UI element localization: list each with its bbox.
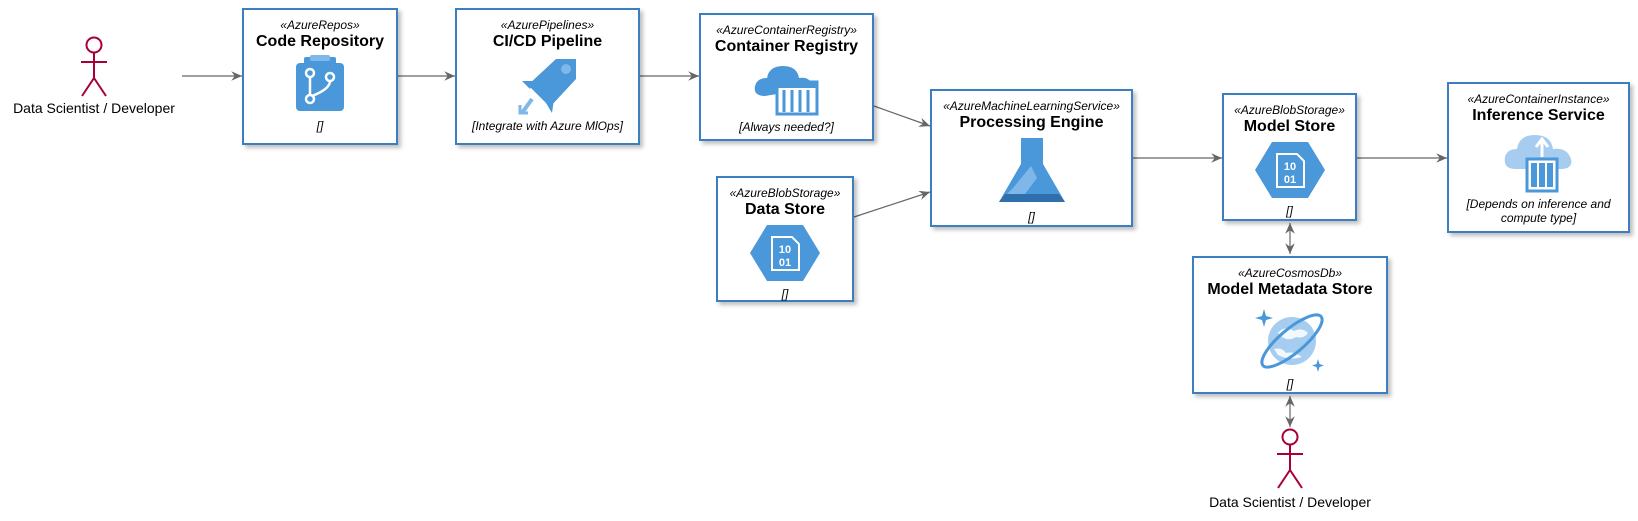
node-stereotype: «AzurePipelines» [500,18,595,32]
node-title: Model Metadata Store [1207,281,1373,298]
node-note: [] [1286,204,1293,218]
node-stereotype: «AzureMachineLearningService» [943,99,1120,113]
cosmos-db-icon [1255,309,1324,372]
node-note: [] [1028,210,1035,224]
actor-data-scientist-bottom: Data Scientist / Developer [1190,428,1390,510]
blob-digits-bottom: 01 [1283,174,1295,186]
node-title: Inference Service [1472,107,1605,124]
node-title: Container Registry [714,38,859,55]
node-note-line-1: [Depends on inference and [1466,197,1611,211]
blob-storage-icon: 10 01 [750,225,820,281]
node-model-metadata-store[interactable]: «AzureCosmosDb» Model Metadata Store [] [1192,256,1388,394]
node-note: [] [1286,377,1294,391]
person-icon [81,36,107,97]
actor-label: Data Scientist / Developer [1209,494,1371,510]
node-data-store[interactable]: «AzureBlobStorage» Data Store 10 01 [] [716,176,854,302]
actor-label: Data Scientist / Developer [13,100,175,116]
node-stereotype: «AzureBlobStorage» [1234,103,1345,117]
blob-digits-top: 10 [1283,161,1295,173]
blob-digits-top: 10 [779,244,791,256]
container-instance-icon [1504,135,1571,193]
node-title: Data Store [744,201,826,218]
node-stereotype: «AzureContainerRegistry» [716,23,857,37]
azure-pipelines-icon [518,59,576,115]
actor-data-scientist-left: Data Scientist / Developer [0,36,188,116]
node-title: Code Repository [255,33,384,50]
node-note: [Depends on inference and compute type] [1449,197,1628,225]
blob-storage-icon: 10 01 [1254,142,1325,198]
node-model-store[interactable]: «AzureBlobStorage» Model Store 10 01 [] [1222,93,1357,221]
node-note: [] [316,119,324,133]
node-title: Model Store [1243,118,1336,135]
azure-repos-icon [296,55,344,111]
node-note: [Always needed?] [739,120,834,134]
node-note: [Integrate with Azure MlOps] [472,119,623,133]
node-stereotype: «AzureContainerInstance» [1467,92,1610,106]
node-inference-service[interactable]: «AzureContainerInstance» Inference Servi… [1447,82,1630,233]
node-note-line-2: compute type] [1500,211,1577,225]
node-title: Processing Engine [959,114,1104,131]
node-stereotype: «AzureCosmosDb» [1237,266,1343,280]
node-processing-engine[interactable]: «AzureMachineLearningService» Processing… [930,89,1133,227]
node-container-registry[interactable]: «AzureContainerRegistry» Container Regis… [699,13,874,141]
node-code-repository[interactable]: «AzureRepos» Code Repository [] [242,8,398,145]
container-registry-icon [754,66,818,116]
node-stereotype: «AzureRepos» [280,18,360,32]
person-icon [1277,428,1303,489]
node-note: [] [781,287,789,301]
arrow-datastore-to-engine [853,190,931,218]
blob-digits-bottom: 01 [779,257,791,269]
arrow-registry-to-engine [873,105,931,127]
machine-learning-icon [998,138,1065,202]
node-title: CI/CD Pipeline [492,33,603,50]
node-cicd-pipeline[interactable]: «AzurePipelines» CI/CD Pipeline [Integra… [455,8,640,145]
node-stereotype: «AzureBlobStorage» [729,186,841,200]
